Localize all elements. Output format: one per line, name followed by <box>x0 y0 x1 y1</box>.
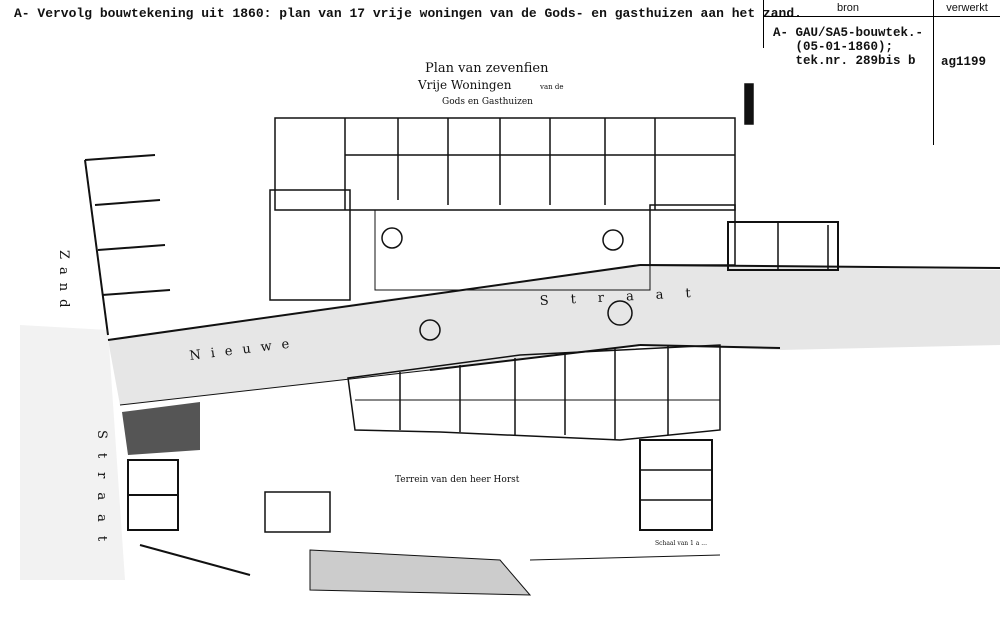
header-bron: bron <box>836 2 860 14</box>
plan-title-line2b: van de <box>539 83 564 91</box>
source-table: bron verwerkt A- GAU/SA5-bouwtek.- (05-0… <box>763 0 1000 145</box>
street-zand-straat <box>20 325 125 580</box>
plan-title-line1: Plan van zevenfien <box>425 61 549 76</box>
label-terrein: Terrein van den heer Horst <box>395 475 520 485</box>
source-reference: A- GAU/SA5-bouwtek.- (05-01-1860); tek.n… <box>773 26 924 68</box>
west-plots <box>84 154 721 596</box>
label-zand: Zand <box>56 250 71 315</box>
table-left-border <box>763 0 764 48</box>
street-nieuwe-straat <box>108 265 1000 405</box>
label-zand-straat: Straat <box>94 430 109 555</box>
table-divider <box>763 16 1000 17</box>
label-scale: Schaal van 1 a ... <box>655 540 707 547</box>
south-houses-block <box>347 344 721 531</box>
verwerkt-code: ag1199 <box>941 55 987 69</box>
table-column-divider <box>933 0 934 145</box>
header-verwerkt: verwerkt <box>946 2 988 14</box>
plan-title-line2: Vrije Woningen <box>417 78 512 92</box>
north-houses-block <box>269 83 839 341</box>
document-caption: A- Vervolg bouwtekening uit 1860: plan v… <box>14 6 802 21</box>
plan-title-line3: Gods en Gasthuizen <box>442 97 533 107</box>
